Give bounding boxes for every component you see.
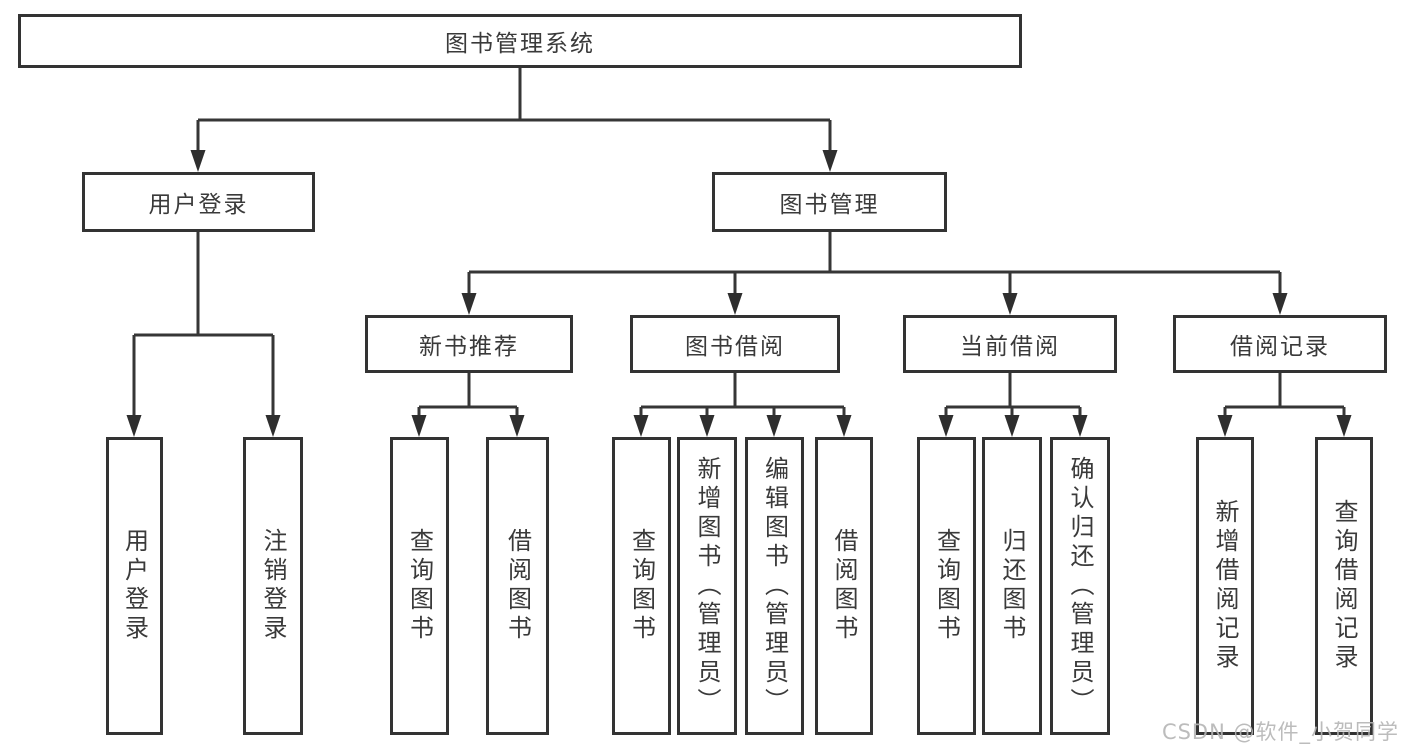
connector-records-to-leaves <box>1217 373 1352 437</box>
node-book-management-label: 图书管理 <box>779 192 880 218</box>
leaf-current-query-books: 查询图书 <box>917 437 976 735</box>
leaf-borrow-add-books-admin: 新增图书（管理员） <box>677 437 737 735</box>
node-new-book-recommend: 新书推荐 <box>365 315 573 373</box>
connector-recommend-to-leaves <box>411 373 525 437</box>
node-user-login-label: 用户登录 <box>148 192 249 218</box>
node-book-borrow-label: 图书借阅 <box>685 334 785 360</box>
connector-userlogin-to-leaves <box>126 232 281 437</box>
node-new-book-recommend-label: 新书推荐 <box>419 334 519 360</box>
leaf-recommend-borrow-books: 借阅图书 <box>486 437 549 735</box>
leaf-borrow-edit-books-admin: 编辑图书（管理员） <box>745 437 804 735</box>
csdn-watermark: CSDN @软件_小贺同学 <box>1161 720 1399 744</box>
leaf-records-query-record: 查询借阅记录 <box>1315 437 1373 735</box>
connector-root-to-level2 <box>190 68 838 172</box>
node-current-borrow: 当前借阅 <box>903 315 1117 373</box>
node-book-management: 图书管理 <box>712 172 947 232</box>
connector-borrow-to-leaves <box>633 373 852 437</box>
leaf-current-confirm-return-admin: 确认归还（管理员） <box>1050 437 1110 735</box>
leaf-borrow-query-books: 查询图书 <box>612 437 671 735</box>
node-book-borrow: 图书借阅 <box>630 315 840 373</box>
connector-current-to-leaves <box>938 373 1088 437</box>
leaf-logout-login: 注销登录 <box>243 437 303 735</box>
node-current-borrow-label: 当前借阅 <box>960 334 1060 360</box>
node-root-label: 图书管理系统 <box>445 31 595 57</box>
connector-bookmgmt-to-level3 <box>461 232 1288 315</box>
leaf-user-login: 用户登录 <box>106 437 163 735</box>
leaf-records-add-record: 新增借阅记录 <box>1196 437 1254 735</box>
leaf-recommend-query-books: 查询图书 <box>390 437 449 735</box>
node-borrow-records-label: 借阅记录 <box>1230 334 1330 360</box>
node-root-library-system: 图书管理系统 <box>18 14 1022 68</box>
leaf-current-return-books: 归还图书 <box>982 437 1042 735</box>
node-user-login: 用户登录 <box>82 172 315 232</box>
node-borrow-records: 借阅记录 <box>1173 315 1387 373</box>
leaf-borrow-borrow-books: 借阅图书 <box>815 437 873 735</box>
